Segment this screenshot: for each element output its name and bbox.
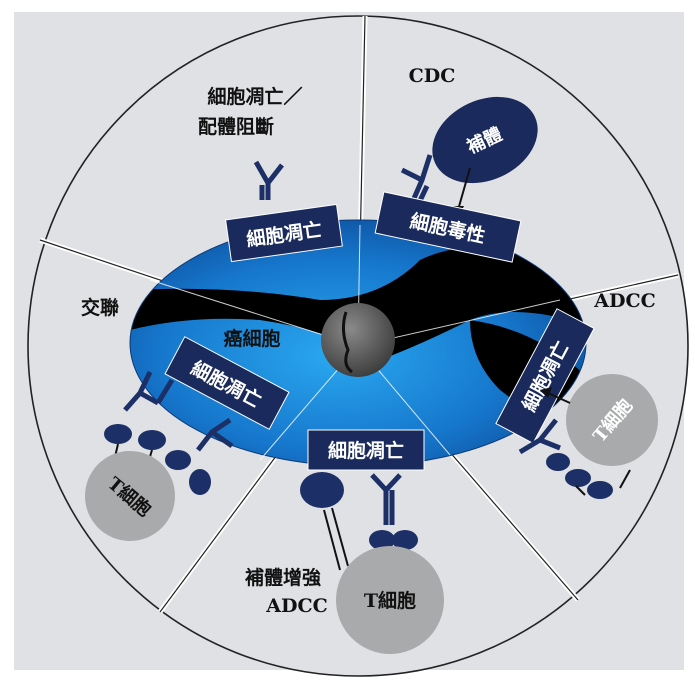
cytotoxicity-label: 細胞毒性: [374, 191, 522, 263]
t-cell-left: [85, 451, 175, 541]
complement-molecule: [300, 472, 344, 508]
receptor-stem: [323, 507, 349, 571]
nucleus-crack: [341, 311, 353, 374]
complement-arrow: [457, 167, 471, 211]
antibody-icon: [123, 370, 234, 452]
complement-adcc-title-2: ADCC: [265, 595, 327, 617]
adcc-arrow: [547, 392, 571, 404]
bottom-apoptosis-label: 細胞凋亡: [307, 429, 425, 471]
antibody-icon: [518, 418, 561, 455]
crosslink-title: 交聯: [81, 296, 119, 319]
fc-receptor-icon: [104, 424, 211, 495]
apoptosis-block-title-2: 配體阻斷: [198, 115, 274, 138]
receptor-stem: [575, 485, 586, 496]
receptor-stem: [619, 469, 631, 489]
cell-nucleus: [321, 303, 395, 377]
fc-receptor-icon: [369, 530, 418, 550]
complement-adcc-title-1: 補體增強: [244, 566, 321, 589]
antibody-icon: [370, 473, 402, 525]
arrow-head-icon: [540, 387, 552, 398]
svg-text:細胞凋亡: 細胞凋亡: [328, 439, 404, 462]
t-cell-bottom-label: T細胞: [364, 589, 416, 612]
t-cell-adcc: [566, 374, 658, 466]
t-cell-bottom: [336, 546, 444, 654]
adcc-title: ADCC: [593, 290, 655, 312]
antibody-icon: [253, 160, 284, 200]
apoptosis-label-top: 細胞凋亡: [225, 203, 343, 263]
cdc-title: CDC: [409, 65, 456, 87]
apoptosis-block-title-1: 細胞凋亡／: [207, 85, 302, 108]
cancer-cell-label: 癌細胞: [223, 327, 280, 350]
complement-bubble: 補體: [432, 96, 538, 184]
fc-receptor-icon: [546, 453, 613, 499]
